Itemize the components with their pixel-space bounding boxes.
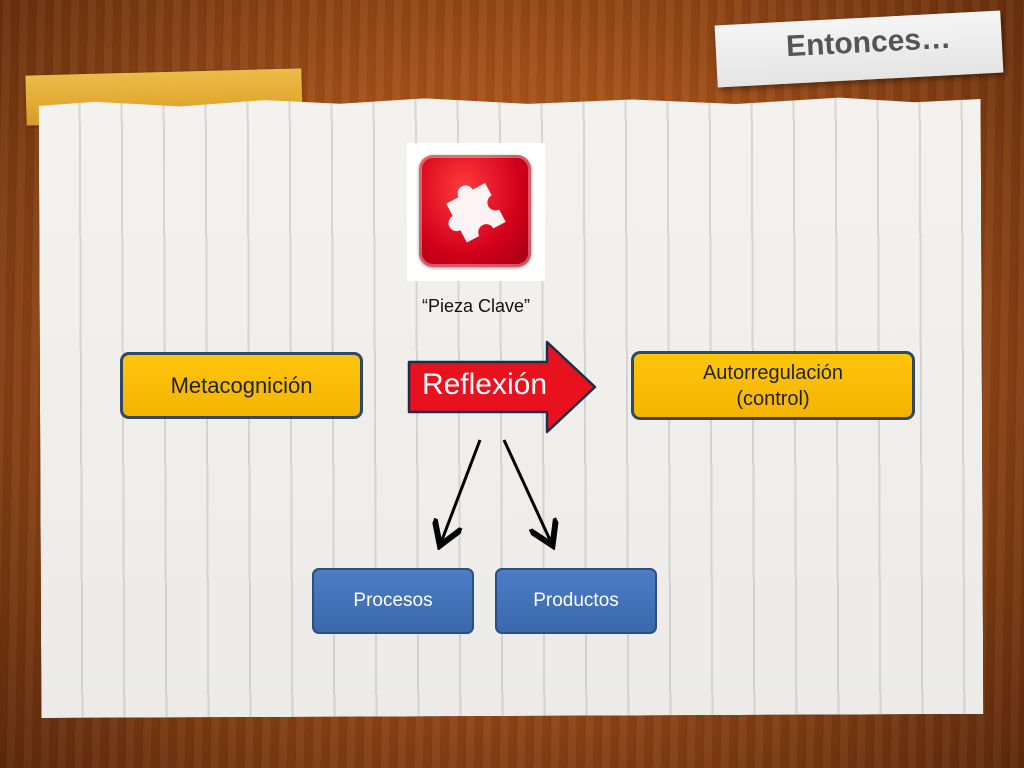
arrow-to-procesos [442, 439, 482, 540]
puzzle-piece-glyph [446, 183, 506, 243]
metacognicion-box: Metacognición [120, 352, 363, 419]
reflexion-arrow-shape [407, 340, 597, 434]
procesos-label: Procesos [353, 590, 433, 611]
procesos-box: Procesos [312, 568, 474, 634]
control-label: (control) [736, 387, 810, 410]
productos-box: Productos [495, 568, 657, 634]
reflexion-label: Reflexión [421, 368, 548, 401]
branch-arrows [430, 439, 570, 550]
puzzle-tile [419, 155, 531, 267]
autorregulacion-box: Autorregulación (control) [631, 351, 915, 420]
puzzle-piece-icon [407, 143, 545, 281]
reflexion-arrow [407, 340, 597, 434]
arrow-to-productos [502, 439, 550, 540]
icon-caption: “Pieza Clave” [421, 296, 531, 316]
productos-label: Productos [533, 590, 619, 611]
metacognicion-label: Metacognición [170, 372, 313, 398]
autorregulacion-label: Autorregulación [702, 361, 844, 384]
